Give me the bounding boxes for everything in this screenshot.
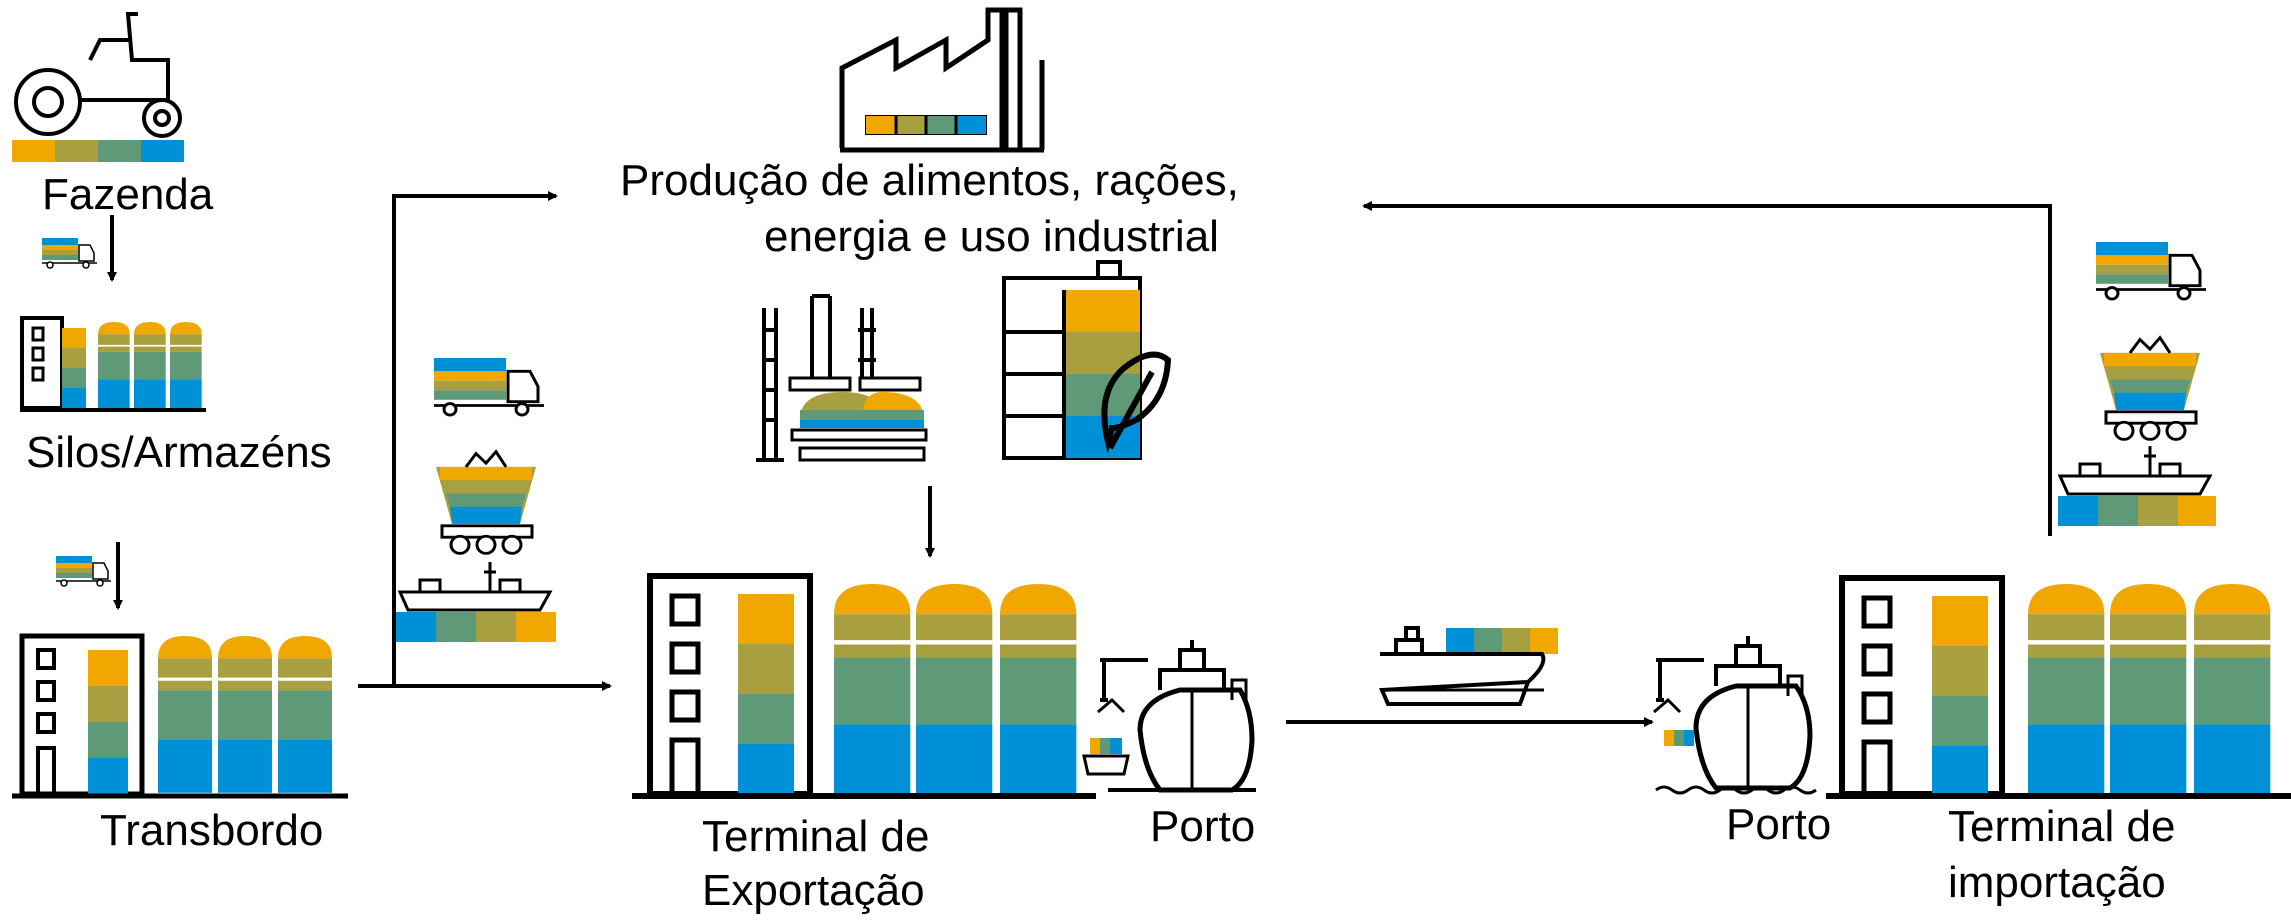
terminal-building-icon — [12, 633, 348, 799]
farm-label: Fazenda — [42, 170, 214, 219]
container-ship-icon — [1655, 636, 1817, 795]
export-port-label: Porto — [1150, 802, 1256, 851]
export-terminal-label-line1: Terminal de — [702, 812, 930, 861]
silos-label: Silos/Armazéns — [26, 428, 332, 477]
export-terminal-label-line2: Exportação — [702, 866, 925, 915]
port-crane-icon — [1082, 658, 1148, 776]
transshipment-label: Transbordo — [100, 806, 324, 855]
truck-icon — [41, 237, 98, 269]
rail-car-icon — [2098, 336, 2202, 441]
tractor-icon — [12, 12, 184, 162]
container-ship-icon — [1108, 640, 1256, 793]
silo-icon — [20, 316, 206, 412]
ship-icon — [1379, 626, 1558, 706]
import-terminal-label-line2: importação — [1948, 858, 2166, 907]
truck-icon — [2094, 240, 2208, 301]
ship-icon — [2058, 444, 2216, 526]
ship-icon — [396, 560, 556, 642]
production-label-line2: energia e uso industrial — [764, 212, 1219, 261]
refinery-icon — [756, 294, 928, 462]
terminal-building-icon — [632, 573, 1096, 799]
factory-icon — [839, 7, 1045, 153]
production-label-line1: Produção de alimentos, rações, — [620, 156, 1239, 205]
import-port-label: Porto — [1726, 800, 1832, 849]
truck-icon — [55, 555, 112, 587]
arrow-icon — [392, 191, 558, 686]
leaf-icon — [1101, 351, 1172, 454]
port-crane-icon — [1653, 658, 1704, 746]
arrow-icon — [1362, 201, 2052, 536]
rail-car-icon — [434, 450, 538, 555]
truck-icon — [432, 356, 546, 417]
terminal-building-icon — [1826, 575, 2291, 799]
import-terminal-label-line1: Terminal de — [1948, 802, 2176, 851]
